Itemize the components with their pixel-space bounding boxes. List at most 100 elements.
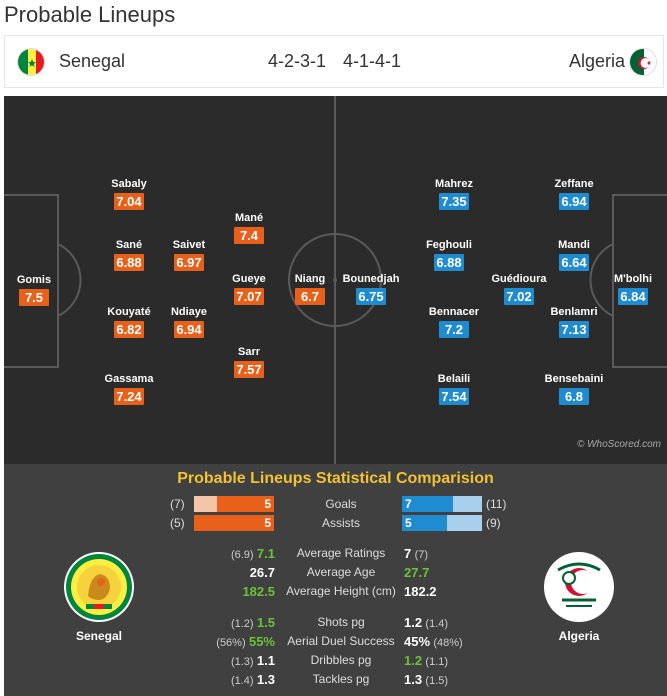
player-name: Sabaly bbox=[111, 178, 147, 190]
stat-label: Dribbles pg bbox=[310, 653, 372, 667]
home-stat-value: 26.7 bbox=[249, 565, 275, 580]
player-name: Belaili bbox=[437, 373, 471, 385]
stat-label: Tackles pg bbox=[312, 672, 370, 686]
home-value: 5 bbox=[264, 516, 271, 530]
home-value: 5 bbox=[264, 497, 271, 511]
home-stat-value: 55% bbox=[248, 634, 275, 649]
player-rating: 7.5 bbox=[19, 289, 49, 306]
home-season-value: (1.4) bbox=[230, 675, 254, 687]
comparison-stat-row: 26.7 Average Age 27.7 bbox=[4, 565, 667, 583]
algeria-crest-icon bbox=[544, 552, 614, 622]
player-rating: 6.88 bbox=[114, 254, 144, 271]
player-name: M'bolhi bbox=[613, 273, 653, 285]
stat-label: Goals bbox=[325, 497, 357, 511]
away-stat-value: 7 bbox=[404, 546, 412, 561]
home-crest-name: Senegal bbox=[75, 629, 123, 643]
away-bar-fill bbox=[402, 515, 447, 531]
player-name: Saivet bbox=[172, 239, 206, 251]
stat-label: Average Age bbox=[306, 565, 376, 579]
home-season-value: (6.9) bbox=[230, 549, 254, 561]
away-total: (9) bbox=[486, 516, 501, 530]
player-rating: 6.75 bbox=[356, 288, 386, 305]
player-name: Benlamri bbox=[550, 306, 598, 318]
home-formation: 4-2-3-1 bbox=[268, 51, 327, 71]
away-stat-value: 27.7 bbox=[404, 565, 430, 580]
player-name: Sarr bbox=[237, 346, 261, 358]
player-rating: 7.04 bbox=[114, 193, 144, 210]
away-stat-value: 182.2 bbox=[404, 584, 437, 599]
away-total: (11) bbox=[486, 497, 507, 511]
home-total: (7) bbox=[170, 497, 185, 511]
away-season-value: (1.5) bbox=[425, 675, 449, 687]
away-team-name[interactable]: Algeria bbox=[569, 51, 626, 71]
player-rating: 7.13 bbox=[559, 321, 589, 338]
away-player[interactable]: Mahrez 7.35 bbox=[424, 178, 484, 211]
away-season-value: (48%) bbox=[433, 637, 463, 649]
stat-label: Average Height (cm) bbox=[286, 584, 396, 598]
away-crest-name: Algeria bbox=[558, 629, 600, 643]
player-rating: 6.94 bbox=[559, 193, 589, 210]
player-name: Bensebaini bbox=[544, 373, 604, 385]
away-bar: 5 bbox=[402, 515, 482, 531]
player-name: Zeffane bbox=[554, 178, 594, 190]
player-rating: 7.35 bbox=[439, 193, 469, 210]
player-name: Feghouli bbox=[426, 239, 472, 251]
home-stat-value: 7.1 bbox=[256, 546, 275, 561]
away-player[interactable]: Zeffane 6.94 bbox=[544, 178, 604, 211]
home-stat-value: 1.3 bbox=[256, 672, 275, 687]
player-name: Ndiaye bbox=[170, 306, 208, 318]
home-bar: 5 bbox=[194, 496, 274, 512]
home-team-name[interactable]: Senegal bbox=[59, 51, 126, 71]
stat-label: Aerial Duel Success bbox=[287, 634, 395, 648]
home-player[interactable]: Niang 6.7 bbox=[280, 273, 340, 306]
player-name: Mané bbox=[234, 212, 264, 224]
player-name: Mahrez bbox=[435, 178, 473, 190]
home-bar-fill bbox=[217, 496, 274, 512]
comparison-title: Probable Lineups Statistical Comparision bbox=[177, 470, 494, 487]
player-rating: 7.54 bbox=[439, 388, 469, 405]
player-rating: 7.57 bbox=[234, 361, 264, 378]
pitch-lines bbox=[4, 96, 667, 464]
player-rating: 6.7 bbox=[295, 288, 325, 305]
home-player[interactable]: Ndiaye 6.94 bbox=[159, 306, 219, 339]
player-rating: 6.94 bbox=[174, 321, 204, 338]
player-name: Gueye bbox=[232, 273, 266, 285]
away-formation: 4-1-4-1 bbox=[343, 51, 402, 71]
away-player[interactable]: Benlamri 7.13 bbox=[544, 306, 604, 339]
home-bar: 5 bbox=[194, 515, 274, 531]
player-rating: 6.88 bbox=[434, 254, 464, 271]
stats-comparison-panel: Probable Lineups Statistical Comparision… bbox=[4, 464, 667, 696]
away-stat-value: 1.2 bbox=[404, 615, 423, 630]
away-player[interactable]: Belaili 7.54 bbox=[424, 373, 484, 406]
player-name: Niang bbox=[294, 273, 326, 285]
home-player[interactable]: Sarr 7.57 bbox=[219, 346, 279, 379]
home-player[interactable]: Sabaly 7.04 bbox=[99, 178, 159, 211]
player-rating: 7.02 bbox=[504, 288, 534, 305]
player-rating: 6.82 bbox=[114, 321, 144, 338]
away-player[interactable]: Feghouli 6.88 bbox=[419, 239, 479, 272]
whoscored-credit: © WhoScored.com bbox=[576, 439, 661, 450]
senegal-crest-icon bbox=[64, 552, 134, 622]
away-season-value: (1.1) bbox=[425, 656, 449, 668]
player-name: Gassama bbox=[104, 373, 154, 385]
page-title: Probable Lineups bbox=[4, 2, 176, 27]
